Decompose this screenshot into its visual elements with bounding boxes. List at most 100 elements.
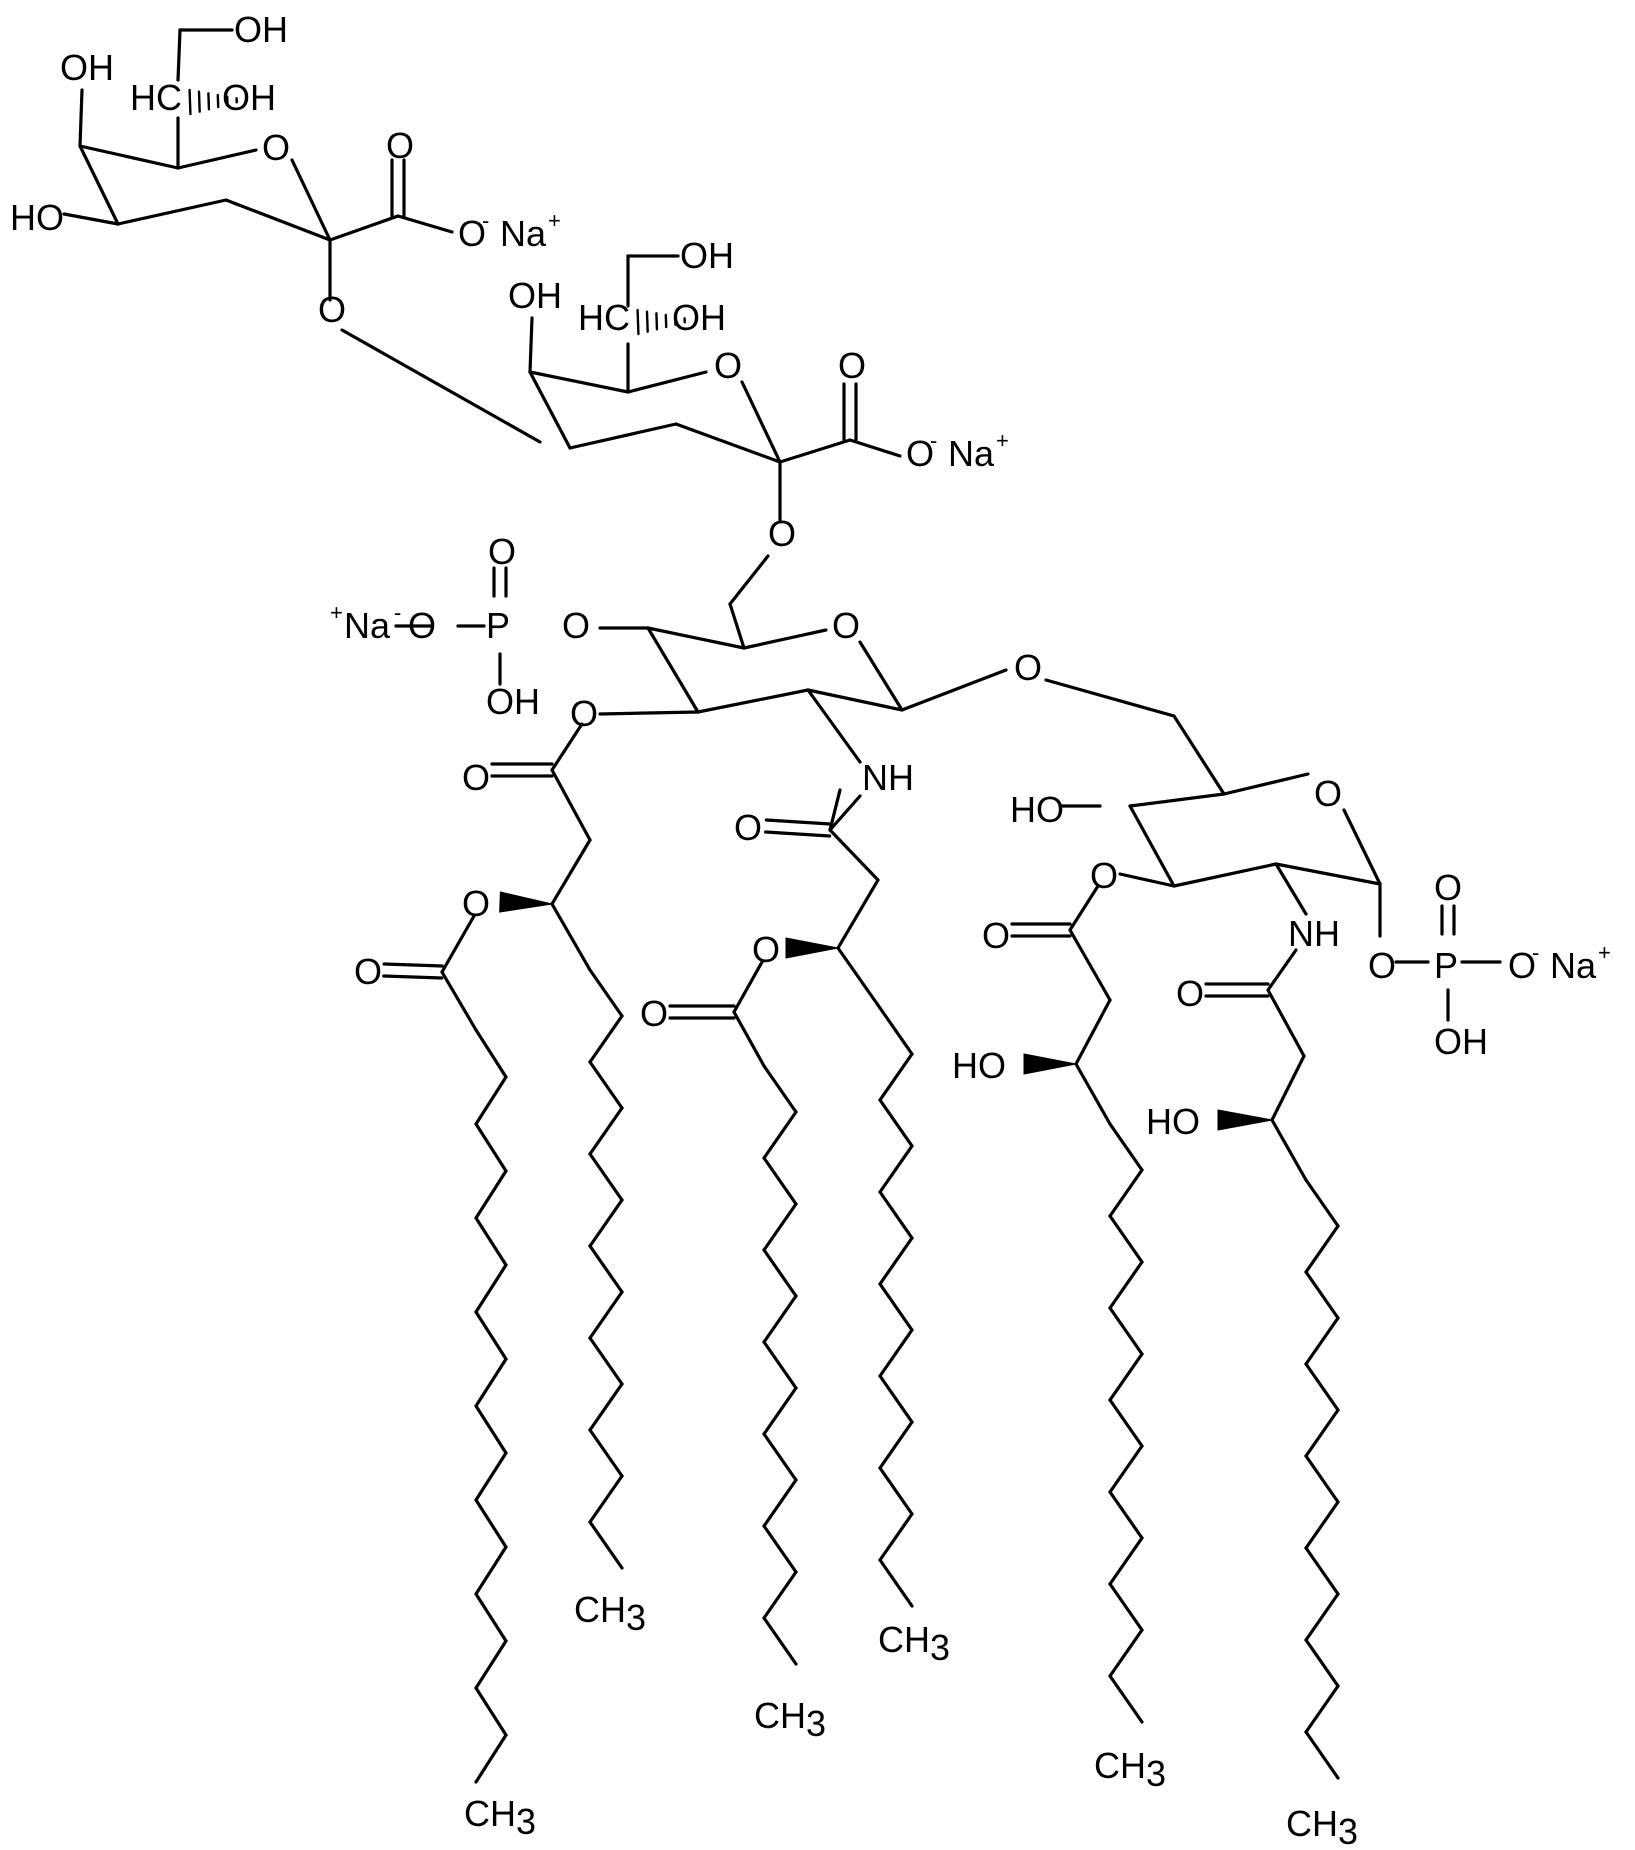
phosphorus-label: P [486,605,510,646]
bond-line [646,626,746,650]
ring-oxygen-label: O [1314,773,1342,814]
bond-line [328,214,400,242]
methyl-label: CH3 [464,1793,536,1842]
atom-label-oh: OH [1434,1021,1488,1062]
bond-line [588,1382,624,1432]
bond-line [588,1106,624,1156]
bond-line [828,828,880,882]
bond-line [764,830,832,838]
bond-line [1304,1454,1340,1504]
atom-label-ho: HO [952,1045,1006,1086]
bond-line [732,1010,766,1068]
bond-line [550,838,592,906]
bond-line [474,1639,508,1690]
bond-line [474,1169,508,1220]
bond-line [878,1374,914,1424]
bond-line [878,1190,914,1240]
bond-line [740,380,782,464]
bond-line [806,688,904,712]
atom-label-oh: OH [234,9,288,50]
bond-line [762,1064,798,1114]
bond-line [878,1558,914,1608]
wedge-bond [785,937,839,959]
ester-oxygen-label: O [462,883,490,924]
bond-line [550,768,592,842]
bond-line [878,1144,914,1194]
bond-line [78,88,84,148]
ring-oxygen-label: O [714,345,742,386]
atom-label-oh: OH [486,681,540,722]
bond-line [762,1616,798,1666]
bond-line [588,1060,624,1110]
bond-line [1172,714,1226,796]
wedge-bond-layer [499,891,1273,1131]
atom-label-oh: OH [60,47,114,88]
bond-line [207,92,211,111]
bond-line [806,688,862,764]
bond-line [1074,998,1112,1066]
bond-line [1108,1352,1144,1402]
bond-line [588,1198,624,1248]
bond-line [474,1592,508,1643]
methyl-label: CH3 [878,1619,950,1668]
bond-line [1108,1536,1144,1586]
bond-line [224,198,332,242]
bond-line [1304,1546,1340,1596]
bond-line [1108,1122,1144,1172]
atom-label-o: O [458,213,486,254]
atom-label-ho: HO [1146,1101,1200,1142]
bond-line [1128,792,1226,808]
bond-line [396,214,454,234]
atom-label-o: O [562,605,590,646]
bond-line [528,370,572,450]
bond-line [728,554,770,606]
bond-line [762,1156,798,1206]
amide-nh-label: NH [1288,913,1340,954]
bond-line [588,1152,624,1202]
bond-line [440,914,476,974]
bond-line [588,968,624,1018]
bond-line [550,722,584,772]
atom-label-o: O [488,531,516,572]
bond-line [176,28,182,82]
charge-plus: + [548,208,561,233]
bond-line [1304,1270,1340,1320]
atom-label-oh: OH [222,77,276,118]
ester-oxygen-label: O [570,693,598,734]
bond-line [878,1006,914,1056]
bond-line [1108,1260,1144,1310]
bond-line [474,1404,508,1455]
bond-line [878,1098,914,1148]
charge-minus: - [1532,940,1539,965]
glycosidic-oxygen-label: O [768,513,796,554]
atom-label-o: O [1434,867,1462,908]
bond-line [646,626,700,714]
bond-line [1274,862,1308,916]
bond-line [655,312,659,331]
charge-plus: + [330,600,343,625]
bond-line [588,1244,624,1294]
bond-line [1108,1214,1144,1264]
bond-line [1304,1500,1340,1550]
charge-minus: - [482,208,489,233]
bond-line [762,1432,798,1482]
bond-line [742,628,828,650]
atom-label-hc: HC [130,77,182,118]
atom-label-na: Na [1550,945,1597,986]
bond-line [1108,1444,1144,1494]
ester-oxygen-label: O [752,929,780,970]
bond-line [762,1248,798,1298]
atom-label-oh: OH [680,235,734,276]
atom-label-na: Na [948,433,995,474]
bond-line [1270,1054,1306,1122]
bond-line [1068,884,1100,932]
ring-oxygen-label: O [832,605,860,646]
atom-label-o: O [1508,945,1536,986]
bond-line [474,1733,508,1784]
charge-plus: + [996,428,1009,453]
atom-label-na: Na [344,605,391,646]
carbonyl-oxygen-label: O [462,757,490,798]
bond-line [474,1451,508,1502]
bond-line [1304,1638,1340,1688]
